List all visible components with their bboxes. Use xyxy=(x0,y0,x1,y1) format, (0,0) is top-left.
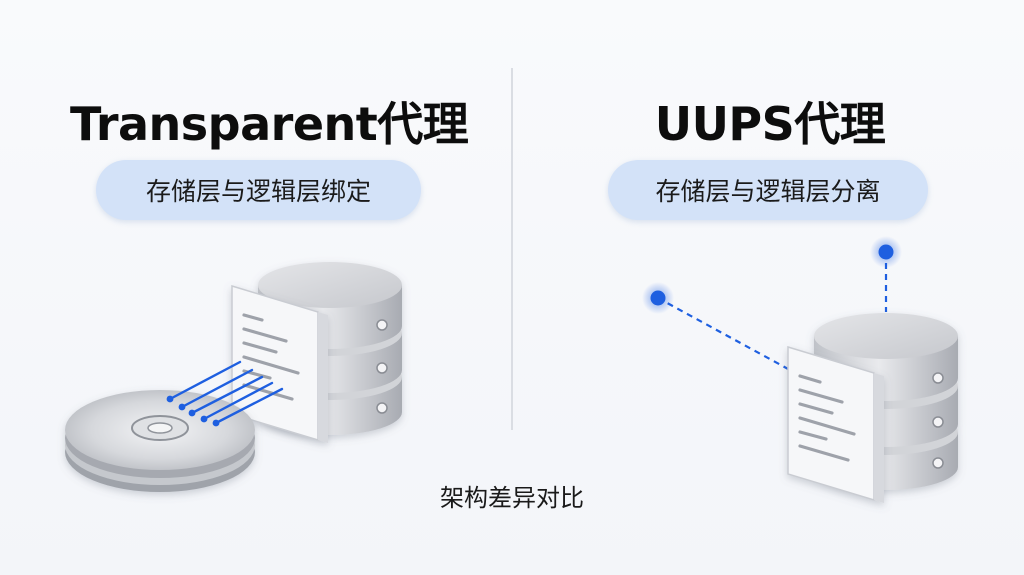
binding-connector-lines xyxy=(168,360,284,425)
left-panel-subtitle: 存储层与逻辑层绑定 xyxy=(145,177,371,206)
right-panel-subtitle-pill: 存储层与逻辑层分离 xyxy=(608,160,928,220)
right-panel-title: UUPS代理 xyxy=(654,97,886,151)
left-panel-subtitle-pill: 存储层与逻辑层绑定 xyxy=(96,160,421,220)
node-dot-icon xyxy=(870,236,902,268)
separation-dashed-lines xyxy=(657,252,888,371)
comparison-caption: 架构差异对比 xyxy=(440,484,584,512)
document-icon xyxy=(787,345,884,503)
document-icon xyxy=(231,284,328,443)
binding-connector-dots xyxy=(166,395,220,427)
right-panel-subtitle: 存储层与逻辑层分离 xyxy=(655,177,881,206)
disk-icon xyxy=(65,390,255,492)
panel-divider xyxy=(511,68,513,430)
node-dot-icon xyxy=(642,282,674,314)
left-panel-title: Transparent代理 xyxy=(70,97,469,151)
